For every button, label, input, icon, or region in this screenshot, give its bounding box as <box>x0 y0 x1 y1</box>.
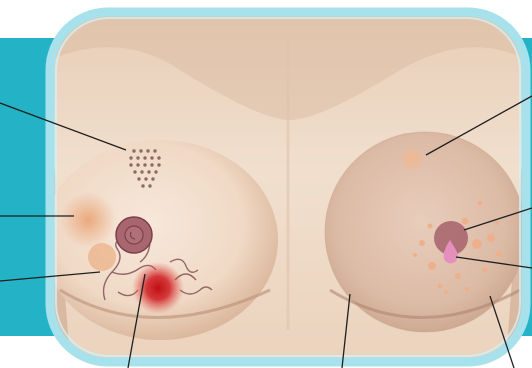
inverted-nipple-icon <box>116 217 152 253</box>
orange-spot-icon <box>401 148 423 170</box>
orange-patch-icon <box>60 192 116 248</box>
torso-illustration <box>42 12 526 362</box>
